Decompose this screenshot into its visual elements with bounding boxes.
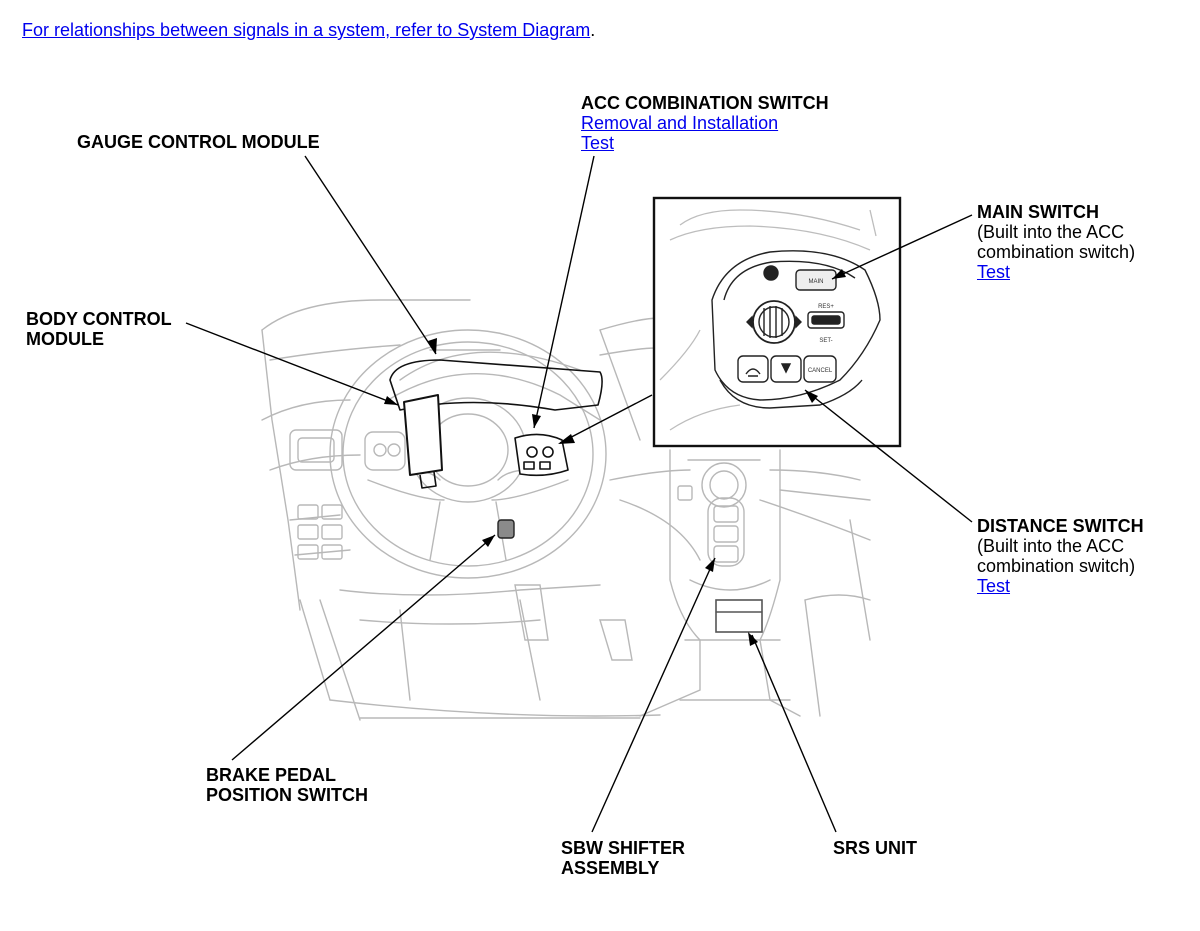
leader-body-control-module: [185, 322, 399, 406]
inset-set-label: SET-: [819, 338, 832, 344]
body-control-module-title-line1: BODY CONTROL: [26, 309, 172, 329]
inset-main-label: MAIN: [809, 279, 824, 285]
leader-arrowheads: [384, 269, 846, 646]
distance-switch-label: DISTANCE SWITCH (Built into the ACC comb…: [977, 516, 1144, 596]
srs-unit-label: SRS UNIT: [833, 838, 917, 858]
sbw-shifter-assembly-label: SBW SHIFTER ASSEMBLY: [561, 838, 685, 878]
leader-lines: [185, 155, 973, 833]
main-switch-test-link[interactable]: Test: [977, 262, 1011, 282]
main-switch-label: MAIN SWITCH (Built into the ACC combinat…: [977, 202, 1135, 282]
acc-removal-installation-link[interactable]: Removal and Installation: [581, 113, 779, 133]
system-diagram-link[interactable]: For relationships between signals in a s…: [22, 20, 591, 40]
sbw-shifter-title-line1: SBW SHIFTER: [561, 838, 685, 858]
inset-res-label: RES+: [818, 304, 834, 310]
srs-unit-title: SRS UNIT: [833, 838, 918, 858]
acc-switch-inset: MAIN RES+ SET- CANCEL: [652, 196, 902, 448]
leader-srs-unit: [751, 634, 837, 833]
body-control-module-shape: [403, 394, 443, 476]
gauge-control-module-title: GAUGE CONTROL MODULE: [77, 132, 320, 152]
distance-switch-note-line2: combination switch): [977, 556, 1136, 576]
dashboard-line-art: [261, 299, 871, 721]
sbw-shifter-title-line2: ASSEMBLY: [561, 858, 660, 878]
gauge-control-module-shape: [389, 359, 603, 411]
leader-gauge-control-module: [304, 155, 437, 355]
leader-acc-combination-switch: [533, 155, 595, 429]
main-switch-title: MAIN SWITCH: [977, 202, 1099, 222]
acc-test-link[interactable]: Test: [581, 133, 615, 153]
top-note-suffix: .: [590, 20, 596, 40]
leader-distance-switch: [804, 389, 973, 523]
main-switch-note-line2: combination switch): [977, 242, 1136, 262]
leader-sbw-shifter-assembly: [591, 557, 716, 833]
acc-combination-switch-label: ACC COMBINATION SWITCH Removal and Insta…: [581, 93, 829, 153]
brake-pedal-position-switch-label: BRAKE PEDAL POSITION SWITCH: [206, 765, 368, 805]
body-control-module-label: BODY CONTROL MODULE: [26, 309, 172, 349]
distance-switch-title: DISTANCE SWITCH: [977, 516, 1144, 536]
acc-combination-switch-shape: [514, 433, 569, 477]
body-control-module-title-line2: MODULE: [26, 329, 104, 349]
inset-cancel-label: CANCEL: [808, 368, 833, 374]
gauge-control-module-label: GAUGE CONTROL MODULE: [77, 132, 320, 152]
highlighted-modules: [389, 359, 603, 489]
brake-pedal-title-line2: POSITION SWITCH: [206, 785, 368, 805]
main-switch-note-line1: (Built into the ACC: [977, 222, 1125, 242]
leader-inset-arrow: [559, 394, 653, 444]
distance-switch-note-line1: (Built into the ACC: [977, 536, 1125, 556]
leader-brake-pedal-position-switch: [231, 534, 496, 761]
brake-pedal-title-line1: BRAKE PEDAL: [206, 765, 337, 785]
leader-main-switch: [831, 214, 973, 280]
top-note: For relationships between signals in a s…: [22, 20, 595, 41]
distance-switch-test-link[interactable]: Test: [977, 576, 1011, 596]
acc-combination-switch-title: ACC COMBINATION SWITCH: [581, 93, 829, 113]
